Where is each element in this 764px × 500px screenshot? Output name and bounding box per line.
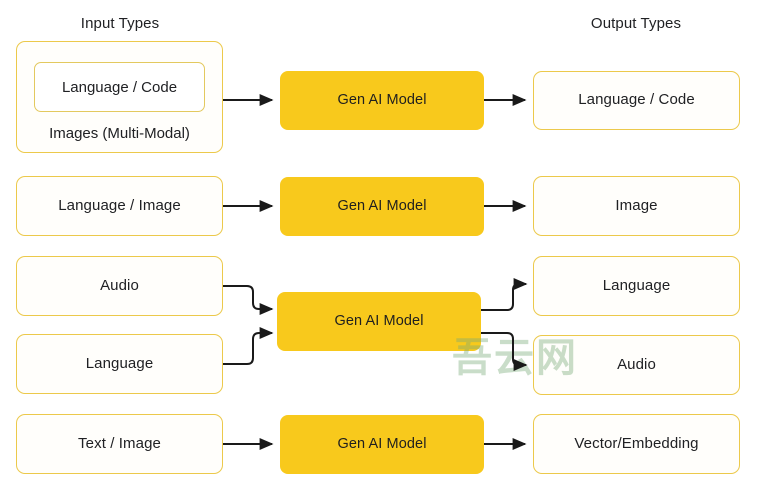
model-box-row-1[interactable]: Gen AI Model: [280, 71, 484, 130]
input-types-header: Input Types: [80, 15, 160, 32]
model-box-row-2[interactable]: Gen AI Model: [280, 177, 484, 236]
input-box-audio[interactable]: Audio: [16, 256, 223, 316]
input-box-language[interactable]: Language: [16, 334, 223, 394]
output-box-language[interactable]: Language: [533, 256, 740, 316]
arrow-audio-to-model3: [223, 285, 274, 315]
output-box-audio[interactable]: Audio: [533, 335, 740, 395]
arrow-model3-to-output-language: [481, 278, 528, 311]
input-box-text-image[interactable]: Text / Image: [16, 414, 223, 474]
model-box-row-4[interactable]: Gen AI Model: [280, 415, 484, 474]
model-box-row-3[interactable]: Gen AI Model: [277, 292, 481, 351]
arrow-language-to-model3: [223, 327, 274, 365]
output-types-header: Output Types: [590, 15, 682, 32]
input-group-caption-images: Images (Multi-Modal): [49, 125, 190, 142]
output-box-vector-embedding[interactable]: Vector/Embedding: [533, 414, 740, 474]
input-box-language-code[interactable]: Language / Code: [34, 62, 205, 112]
watermark-text: 吾云网: [452, 335, 578, 381]
output-box-language-code[interactable]: Language / Code: [533, 71, 740, 130]
input-box-language-image[interactable]: Language / Image: [16, 176, 223, 236]
output-box-image[interactable]: Image: [533, 176, 740, 236]
